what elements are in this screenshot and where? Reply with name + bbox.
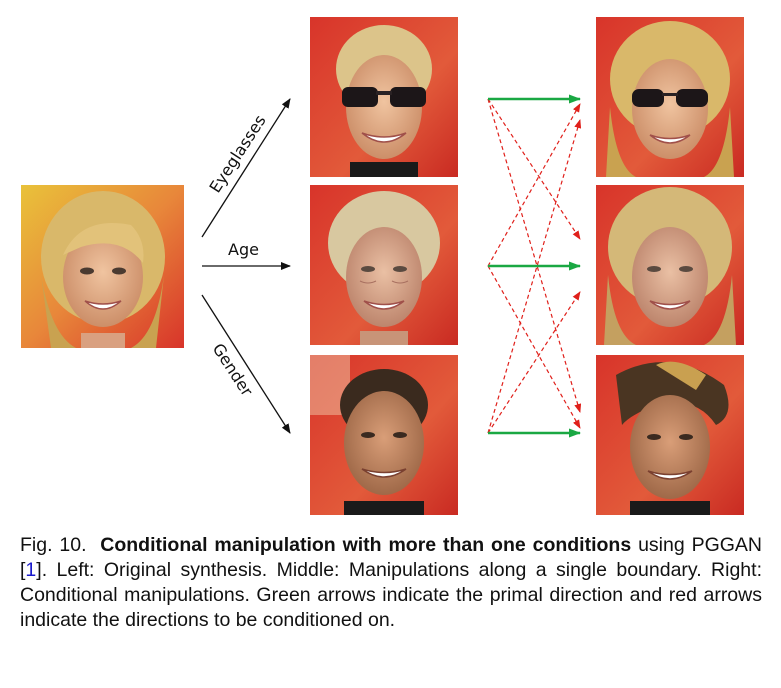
figure-caption: Fig. 10. Conditional manipulation with m… xyxy=(20,533,762,633)
caption-text-before-ref: using PGGAN [ xyxy=(20,534,763,581)
caption-text-after-ref: ]. Left: Original synthesis. Middle: Man… xyxy=(20,559,762,631)
conditional-age-face-image xyxy=(596,185,744,345)
conditional-eyeglasses-face-image xyxy=(596,17,744,177)
red-arrow-3-2 xyxy=(487,291,581,434)
red-arrow-1-3 xyxy=(487,98,582,413)
caption-title: Conditional manipulation with more than … xyxy=(100,534,632,556)
eyeglasses-label: Eyeglasses xyxy=(205,111,269,196)
gender-arrow xyxy=(201,294,291,434)
arrow-diagram: Eyeglasses Age Gender xyxy=(201,94,582,438)
original-face-image xyxy=(21,185,184,348)
gender-manipulated-face-image xyxy=(310,355,458,515)
eyeglasses-arrow xyxy=(201,98,291,238)
caption-prefix: Fig. 10. xyxy=(20,534,87,556)
eyeglasses-manipulated-face-image xyxy=(310,17,458,177)
age-manipulated-face-image xyxy=(310,185,458,345)
red-arrow-2-1 xyxy=(487,103,581,267)
caption-reference-link[interactable]: 1 xyxy=(25,559,37,581)
red-arrow-2-3 xyxy=(487,265,581,429)
conditional-gender-face-image xyxy=(596,355,744,515)
age-label: Age xyxy=(228,240,259,259)
red-arrow-3-1 xyxy=(487,119,582,434)
